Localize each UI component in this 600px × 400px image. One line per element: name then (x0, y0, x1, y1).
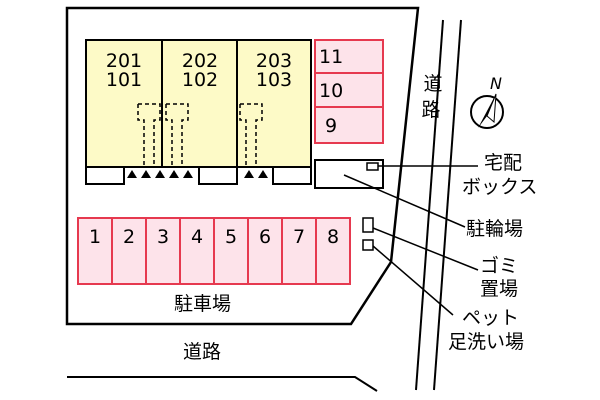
parking-space-3-label: 3 (156, 226, 170, 248)
road-bottom-edge (67, 376, 378, 392)
unit-103-label: 103 (255, 69, 293, 91)
pet-wash-label-line1: ペット (462, 307, 520, 329)
entrance-path-2 (165, 103, 189, 165)
bike-space-9-label: 9 (325, 115, 338, 137)
unit-101-label: 101 (105, 69, 143, 91)
parking-space-3 (145, 217, 181, 285)
road-right-label-2: 路 (421, 99, 441, 121)
porch-3 (272, 166, 312, 185)
bike-space-10 (314, 72, 384, 108)
entrance-path-3 (239, 103, 263, 165)
leader-pet-wash (372, 245, 454, 316)
parking-space-5 (213, 217, 249, 285)
entrance-marker (258, 170, 268, 178)
garbage-label-line2: 置場 (480, 278, 519, 300)
parking-space-1 (77, 217, 113, 285)
parking-space-2-label: 2 (122, 226, 136, 248)
bike-space-11 (314, 39, 384, 74)
road-bottom-label: 道路 (183, 341, 222, 363)
parking-space-5-label: 5 (224, 226, 238, 248)
pet-wash-area (362, 239, 374, 251)
bike-space-11-label: 11 (319, 46, 344, 68)
building (85, 39, 312, 185)
leader-bicycle-parking (343, 174, 466, 228)
parking-space-4 (179, 217, 215, 285)
delivery-box-label-line2: ボックス (462, 176, 538, 198)
entrance-marker (183, 170, 193, 178)
compass-icon (470, 93, 504, 129)
compass-n-label: N (490, 74, 502, 93)
parking-space-6 (247, 217, 283, 285)
road-right-edge-right (433, 19, 462, 391)
entrance-marker (141, 170, 151, 178)
bike-space-9 (314, 106, 384, 144)
delivery-box (366, 162, 379, 171)
pet-wash-label-line2: 足洗い場 (448, 331, 525, 353)
parking-space-group (77, 217, 351, 285)
entrance-marker (155, 170, 165, 178)
unit-201-label: 201 (105, 50, 143, 72)
delivery-box-label-line1: 宅配 (484, 152, 523, 174)
porch-2 (198, 166, 238, 185)
entrance-marker (244, 170, 254, 178)
parking-space-2 (111, 217, 147, 285)
unit-202-label: 202 (181, 50, 219, 72)
parking-space-8-label: 8 (326, 226, 340, 248)
parking-space-8 (315, 217, 351, 285)
bike-space-10-label: 10 (319, 80, 344, 102)
parking-lot-label: 駐車場 (174, 293, 232, 315)
entrance-marker (169, 170, 179, 178)
entrance-path-1 (137, 103, 161, 165)
road-right-label-1: 道 (423, 73, 443, 95)
road-right-edge-left (415, 19, 444, 391)
unit-203-label: 203 (255, 50, 293, 72)
leader-garbage (372, 227, 479, 271)
parking-space-6-label: 6 (258, 226, 272, 248)
parking-space-7-label: 7 (292, 226, 306, 248)
unit-102-label: 102 (181, 69, 219, 91)
bicycle-parking-label: 駐輪場 (466, 218, 524, 240)
unit-block-1 (85, 39, 163, 168)
bike-space-group (314, 39, 384, 144)
garbage-area (362, 217, 374, 233)
parking-space-1-label: 1 (88, 226, 102, 248)
porch-1 (85, 166, 125, 185)
garbage-label-line1: ゴミ (480, 255, 519, 277)
parking-space-4-label: 4 (190, 226, 204, 248)
entrance-marker (127, 170, 137, 178)
